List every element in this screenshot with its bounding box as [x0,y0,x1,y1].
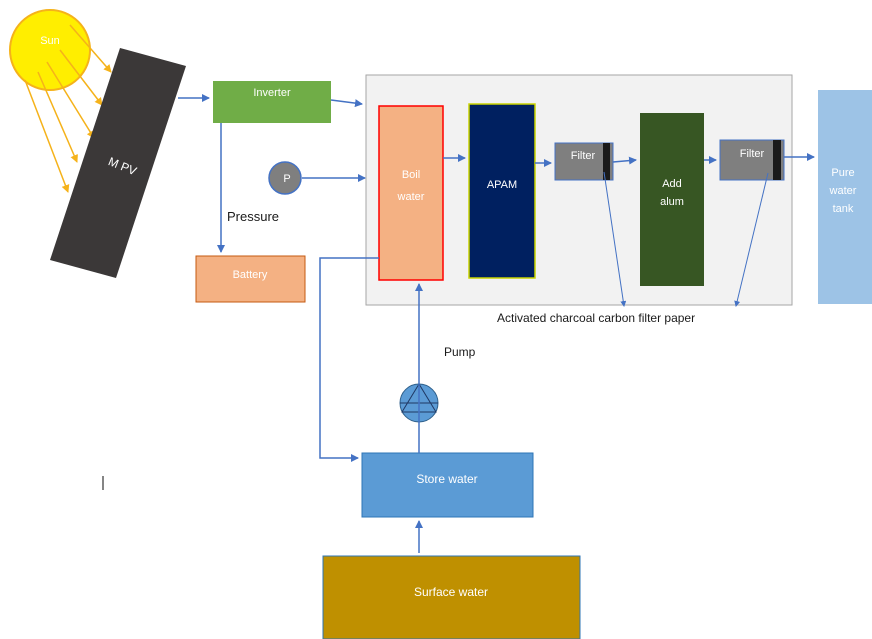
pressure-label: Pressure [227,209,279,224]
surface-water-label: Surface water [414,585,488,599]
pv-panel [50,48,186,278]
battery-label: Battery [233,269,268,281]
inverter-label: Inverter [253,87,291,99]
caption-pointers [603,171,769,307]
return-line-to-store [319,257,379,462]
add-alum-label-2: alum [660,196,684,208]
filter-1-label: Filter [571,150,596,162]
connectors [178,94,815,553]
apam-label: APAM [487,179,517,191]
boil-water-label-2: water [397,191,425,203]
filter-paper-caption: Activated charcoal carbon filter paper [497,311,695,325]
filter-1-paper [603,143,610,180]
pure-water-tank [818,90,872,304]
filter-2-paper [773,140,781,180]
sun-rays [24,24,112,193]
apam-box [468,103,536,279]
store-water-box [361,452,534,518]
pressure-gauge [268,161,302,195]
arrow-inverter-enclosure [330,99,363,108]
pure-water-tank-label-3: tank [833,203,854,215]
pure-water-tank-label-1: Pure [831,167,854,179]
sun [9,9,91,91]
filter-2-label: Filter [740,148,765,160]
inverter-box [213,81,331,123]
pure-water-tank-label-2: water [829,185,857,197]
arrow-filter1-alum [612,156,637,165]
add-alum-label-1: Add [662,178,682,190]
pressure-gauge-label: P [283,173,290,185]
surface-water-box [322,555,581,639]
boil-water-label-1: Boil [402,169,420,181]
store-water-label: Store water [416,472,477,486]
boil-water-box [378,105,444,281]
sun-label: Sun [40,35,60,47]
battery-box [195,255,306,303]
pump-label: Pump [444,345,476,359]
add-alum-box [640,113,704,286]
